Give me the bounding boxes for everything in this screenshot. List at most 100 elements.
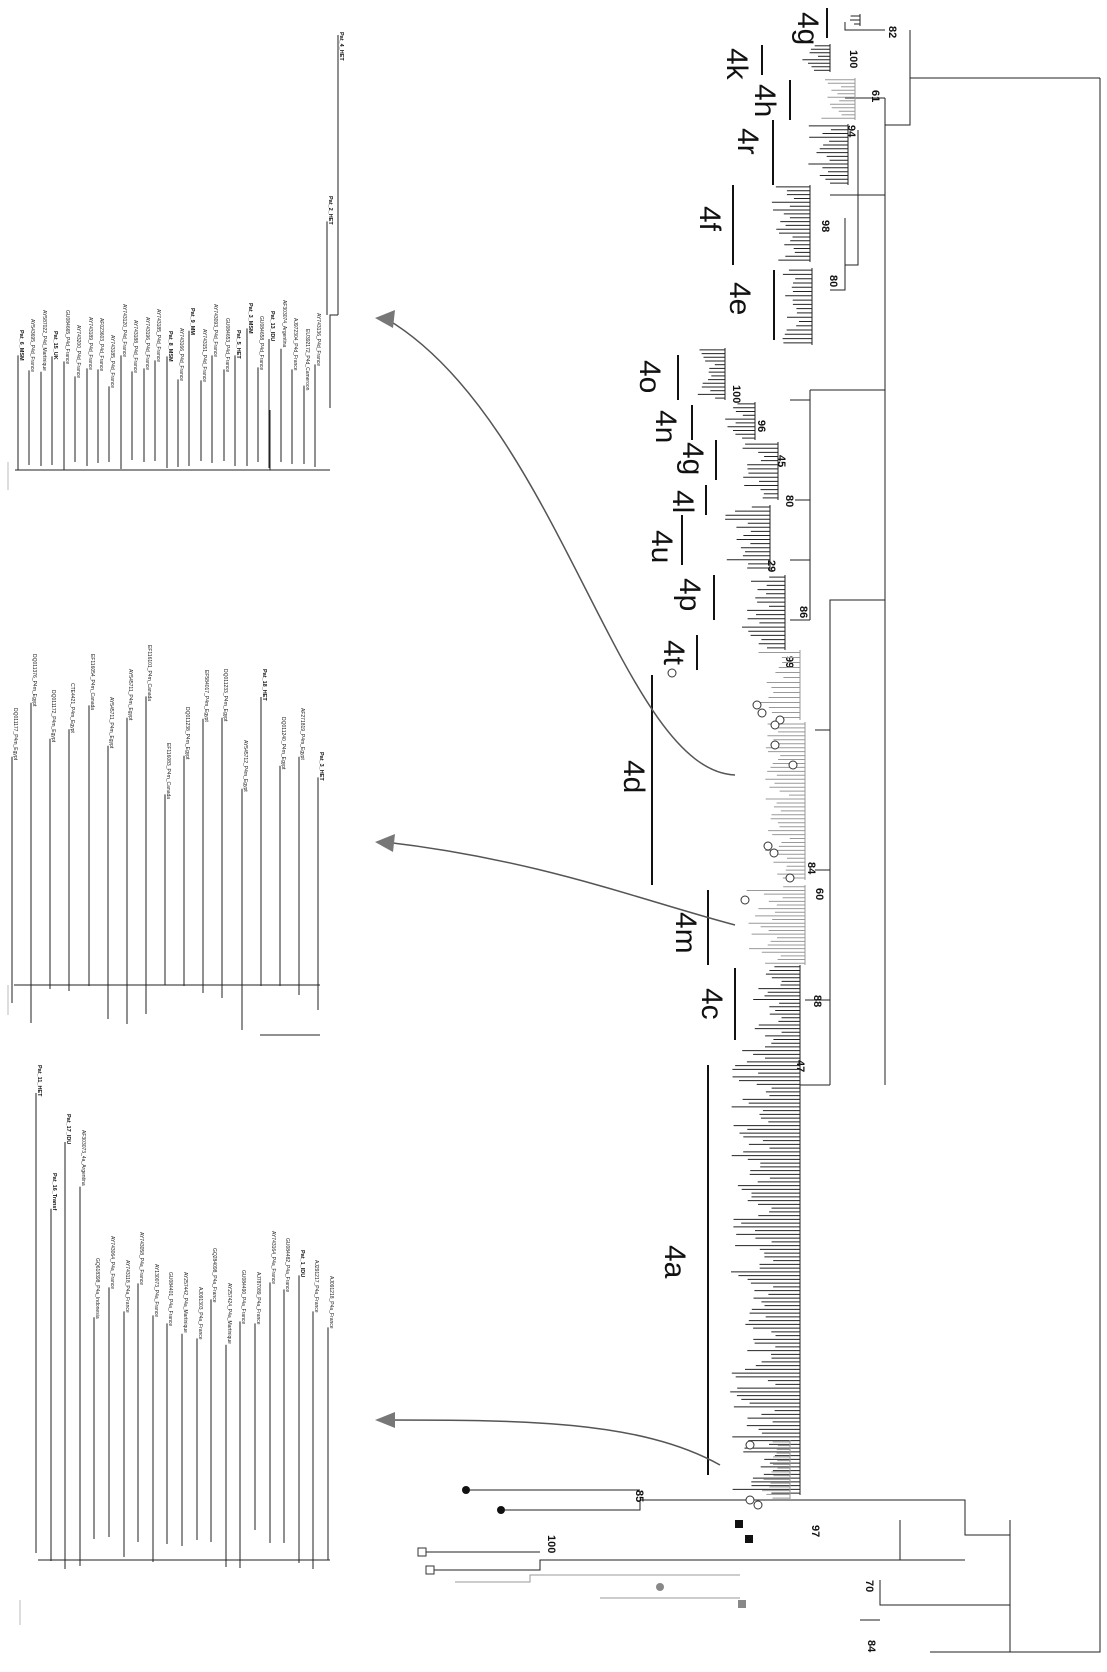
bootstrap-value: 82	[886, 26, 898, 38]
inset-leaf-label: Pat_15_UK	[52, 331, 58, 360]
inset-leaf-label: AY743189_P4d_France	[87, 317, 93, 370]
subtype-label-4e: 4e	[723, 282, 756, 315]
inset-leaf-label: DQ011376_P4m_Egypt	[31, 654, 37, 707]
arrow-4d-inset	[384, 317, 736, 776]
inset-leaf-label: AJ787089_P4a_France	[255, 1272, 261, 1325]
filled-circle-marker	[462, 1486, 470, 1494]
bootstrap-value: 100	[545, 1535, 557, 1553]
open-circle-marker	[667, 668, 677, 678]
inset-leaf-label: Pat_11_HET	[36, 1065, 42, 1097]
open-circle-marker	[788, 760, 798, 770]
bootstrap-value: 100	[847, 50, 859, 68]
inset-leaf-label: CTE4421_P4m_Egypt	[69, 683, 75, 733]
subtype-label-4d: 4d	[617, 760, 650, 793]
inset-leaf-label: AY743200_P4d_France	[75, 325, 81, 378]
inset-leaf-label: AY743196_P4d_France	[144, 317, 150, 370]
bootstrap-value: 86	[797, 606, 809, 618]
filled-circle-marker	[497, 1506, 505, 1514]
open-square-marker	[417, 1547, 427, 1557]
inset-leaf-label: AY545711_P4m_Egypt	[127, 669, 133, 721]
inset-leaf-label: GU084482_P4a_France	[284, 1238, 290, 1292]
open-circle-marker	[740, 895, 750, 905]
inset-leaf-label: AY130073_P4a_France	[153, 1264, 159, 1317]
subtype-label-4g: 4g	[676, 442, 709, 475]
inset-leaf-label: AY743164_P4a_France	[270, 1231, 276, 1284]
subtype-label-4r: 4r	[731, 128, 764, 155]
inset-leaf-label: EU392172_P4d_Cameroon	[304, 329, 310, 391]
clade-tips	[697, 14, 861, 1500]
inset-leaf-label: AY743185_P4d_France	[155, 309, 161, 362]
inset-leaf-label: AY743118_P4a_France	[124, 1260, 130, 1313]
subtype-label-4p: 4p	[673, 578, 706, 611]
open-circle-marker	[752, 700, 762, 710]
bootstrap-value: 29	[765, 560, 777, 572]
inset-leaf-label: AY743064_P4a_France	[109, 1236, 115, 1289]
arrow-4a-inset	[384, 1419, 721, 1466]
inset-leaf-label: AF303074_Argentina	[281, 300, 287, 347]
bootstrap-value: 80	[783, 495, 795, 507]
bootstrap-value: 97	[809, 1525, 821, 1537]
inset-leaf-label: AY743058_P4a_France	[138, 1232, 144, 1285]
inset-leaf-label: EF116101_P4m_Canada	[146, 645, 152, 701]
inset-leaf-label: GU084490_P4a_France	[240, 1270, 246, 1324]
inset-leaf-label: Pat_3_MSM	[247, 303, 253, 334]
subtype-label-4f: 4f	[693, 206, 726, 232]
inset-leaf-label: DQ011240_P4m_Egypt	[280, 717, 286, 770]
inset-leaf-label: DQ011233_P4m_Egypt	[222, 669, 228, 722]
inset-leaf-label: AY587022_P4d_Martinique	[41, 310, 47, 371]
bootstrap-value: 100	[730, 385, 742, 403]
inset-leaf-label: AY743136_P4d_France	[315, 313, 321, 366]
inset-leaf-label: Pat_17_IDU	[65, 1114, 71, 1144]
bootstrap-value: 98	[819, 220, 831, 232]
inset-leaf-label: Pat_8_MSM	[167, 331, 173, 362]
filled-square-marker	[745, 1535, 753, 1543]
inset-leaf-label: AY743151_P4d_France	[201, 329, 207, 382]
subtype-label-4m: 4m	[669, 912, 702, 954]
inset-leaf-label: Pat_2_HET	[327, 196, 333, 225]
inset-leaf-label: AY743185_P4d_France	[109, 335, 115, 388]
inset-leaf-label: AJ091303_P4a_France	[197, 1287, 203, 1340]
open-circle-marker	[769, 848, 779, 858]
inset-leaf-label: AY545711_P4m_Egypt	[108, 697, 114, 749]
subtype-label-4l: 4l	[666, 490, 699, 513]
inset-leaf-label: AJ972304_P4d_France	[292, 318, 298, 371]
inset-leaf-label: AY743188_P4d_France	[132, 320, 138, 373]
inset-leaf-label: DQ011177_P4m_Egypt	[12, 708, 18, 761]
subtype-label-4c: 4c	[695, 988, 728, 1020]
open-circle-marker	[770, 740, 780, 750]
bootstrap-value: 85	[633, 1490, 645, 1502]
bootstrap-value: 80	[827, 275, 839, 287]
inset-leaf-label: EF584017_P4m_Egypt	[203, 670, 209, 722]
arrow-head	[375, 1412, 395, 1428]
inset-leaf-label: AY545712_P4m_Egypt	[242, 740, 248, 792]
inset-leaf-label: GU084665_P4d_France	[64, 310, 70, 364]
inset-leaf-label: EF116054_P4m_Canada	[89, 654, 95, 710]
inset-leaf-label: Pat_6_MSM	[18, 330, 24, 361]
inset-leaf-label: GU084658_P4d_France	[258, 316, 264, 370]
gray-circle-marker	[656, 1583, 664, 1591]
inset-tree-4a: Pat_11_HET Pat_16_Transf Pat_17_IDU AF30307…	[19, 1065, 334, 1625]
subtype-label-4o: 4o	[633, 360, 666, 393]
bootstrap-value: 88	[811, 995, 823, 1007]
inset-leaf-label: Pat_16_Transf	[51, 1173, 57, 1210]
inset-leaf-label: GU084653_P4d_France	[224, 318, 230, 372]
inset-leaf-label: AY257424_P4a_Martinique	[226, 1283, 232, 1344]
inset-leaf-label: Pat_13_IDU	[269, 311, 275, 341]
bootstrap-value: 60	[813, 888, 825, 900]
bootstrap-value: 70	[863, 1580, 875, 1592]
arrow-4m-inset	[384, 841, 736, 926]
inset-leaf-label: AY743120_P4d_France	[121, 304, 127, 357]
inset-leaf-label: Pat_9_MM	[189, 308, 195, 335]
inset-leaf-label: GQ618398_P4a_Indonesia	[94, 1258, 100, 1319]
gray-square-marker	[738, 1600, 746, 1608]
inset-leaf-label: AJ291217_P4a_France	[313, 1260, 319, 1313]
inset-leaf-label: Pat_4_HET	[338, 32, 344, 61]
inset-leaf-label: AY257442_P4a_Martinique	[182, 1272, 188, 1333]
inset-leaf-label: AF303073_4a_Argentina	[80, 1130, 86, 1186]
inset-leaf-label: EF116083_P4m_Canada	[165, 743, 171, 799]
arrow-head	[375, 834, 395, 852]
bootstrap-value: 84	[865, 1640, 877, 1653]
inset-leaf-label: Pat_18_HET	[261, 669, 267, 701]
open-circle-marker	[757, 708, 767, 718]
inset-arrows	[375, 310, 736, 1466]
